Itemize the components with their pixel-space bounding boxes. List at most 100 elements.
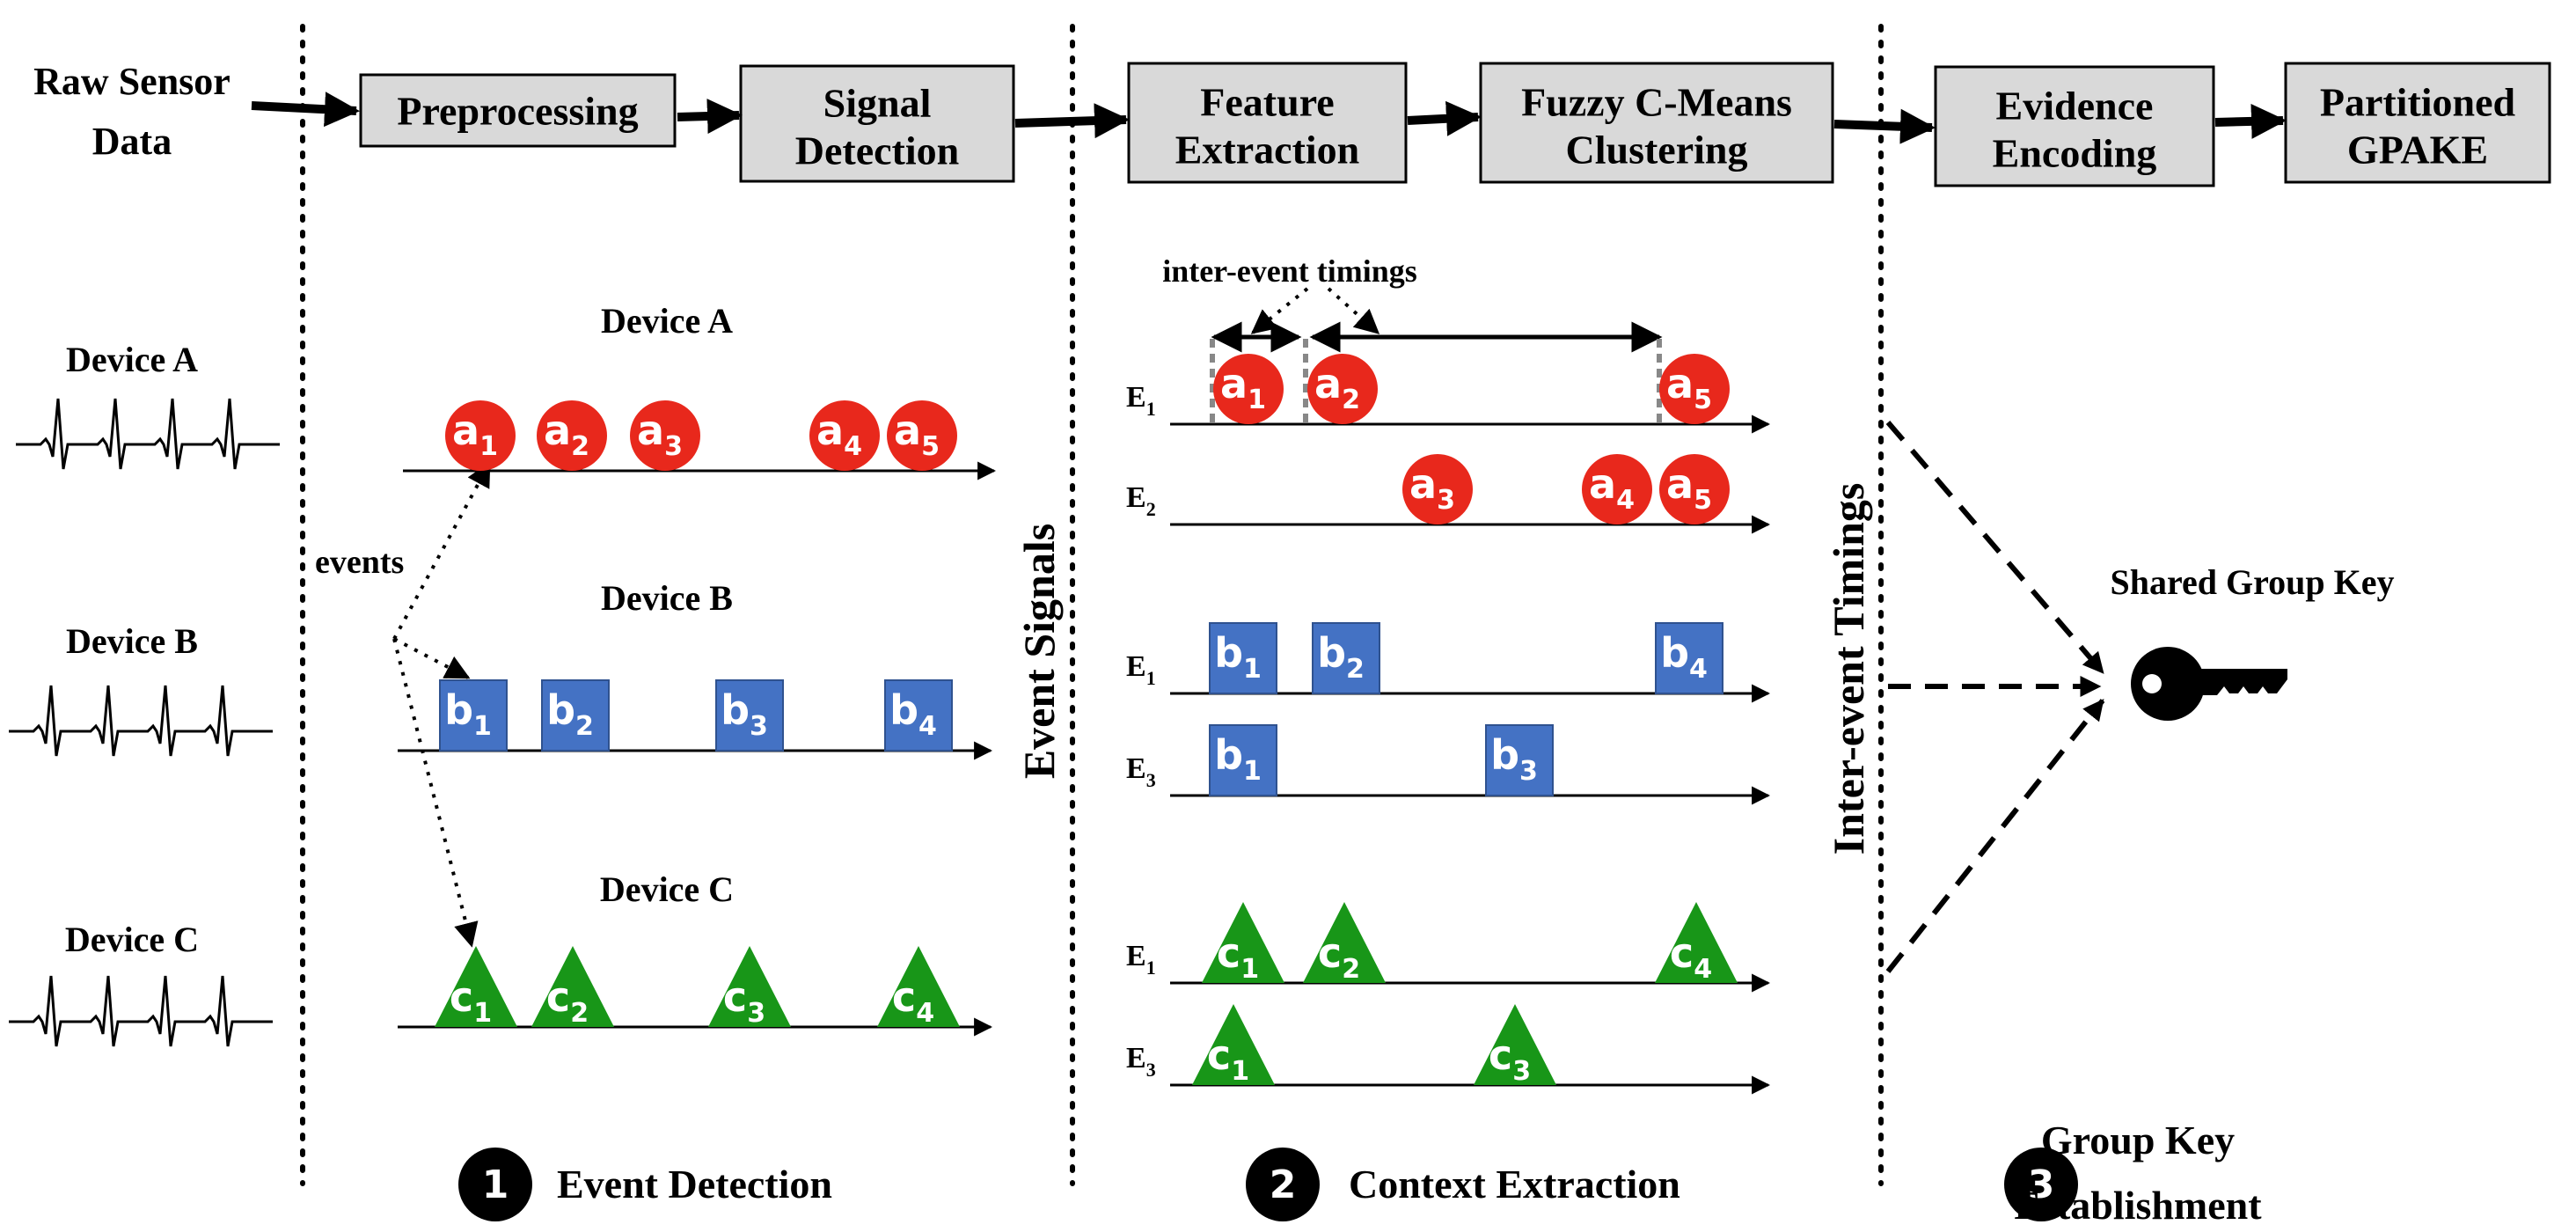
event-marker-c2: c2	[531, 946, 614, 1029]
context-marker-b1: b1	[1209, 622, 1277, 694]
pipeline-stage-1: Preprocessing	[359, 73, 677, 148]
step-2: 2 Context Extraction	[1246, 1148, 1680, 1221]
context-marker-b3: b3	[1485, 724, 1554, 796]
context-row: E1 b1 b2 b4	[1126, 622, 1771, 703]
section-dividers	[300, 24, 1884, 1186]
context-marker-a1: a1	[1213, 354, 1284, 424]
context-marker-b4: b4	[1655, 622, 1723, 694]
inter-event-timings-caption: inter-event timings	[1162, 253, 1417, 289]
event-marker-a2: a2	[537, 400, 607, 471]
device-a: Device A	[16, 340, 280, 470]
step-number-badge	[2004, 1148, 2078, 1221]
event-marker-c1: c1	[435, 946, 517, 1029]
context-row-label: E1	[1126, 650, 1156, 689]
stage-label-line2: Extraction	[1175, 128, 1360, 172]
stage-box	[359, 73, 677, 148]
stage-label-line2: Detection	[795, 128, 959, 173]
events-pointer-b	[393, 637, 471, 679]
step-number-badge	[458, 1148, 532, 1221]
step-title: Context Extraction	[1349, 1162, 1680, 1206]
stage-label-line1: Feature	[1200, 80, 1334, 125]
context-marker-c3: c3	[1474, 1004, 1556, 1087]
device-b: Device B	[9, 621, 273, 757]
context-marker-a4: a4	[1582, 454, 1652, 524]
events-pointer-a	[392, 461, 491, 640]
context-row-label: E2	[1126, 481, 1156, 520]
pipeline-arrow-6	[2214, 103, 2287, 139]
context-marker-c4: c4	[1655, 902, 1738, 985]
event-marker-b2: b2	[541, 679, 610, 752]
timing-pointer-right	[1327, 287, 1380, 334]
pipeline-arrow-1	[251, 92, 360, 128]
key-arrow-bottom	[1885, 699, 2105, 973]
stage-label-line1: Fuzzy C-Means	[1521, 80, 1792, 125]
stage-label-line2: Encoding	[1993, 131, 2157, 176]
device-name: Device A	[66, 340, 198, 379]
context-row: E3 b1 b3	[1126, 724, 1771, 805]
stage-label-line1: Evidence	[1996, 84, 2154, 128]
pipeline-arrow-3	[1014, 103, 1130, 139]
events-pointer-c	[392, 638, 479, 948]
context-marker-c1: c1	[1202, 902, 1284, 985]
event-marker-a4: a4	[809, 400, 880, 471]
context-marker-b1: b1	[1209, 724, 1277, 796]
event-label: a1	[1220, 360, 1266, 415]
pipeline-arrow-5	[1833, 108, 1936, 144]
stage-box	[2284, 62, 2551, 184]
shared-group-key-title: Shared Group Key	[2110, 562, 2394, 602]
context-row-label: E1	[1126, 381, 1156, 420]
step-title-line1: Group Key	[2041, 1118, 2235, 1162]
pipeline-arrow-4	[1407, 100, 1482, 136]
context-marker-a2: a2	[1307, 354, 1378, 424]
pipeline-arrows	[251, 92, 2287, 144]
key-arrow-top	[1885, 421, 2105, 674]
device-column: Device A Device B Device C	[9, 340, 280, 1047]
device-c: Device C	[9, 920, 273, 1047]
step-number: 3	[2028, 1162, 2055, 1207]
stage-label-line1: Signal	[823, 81, 932, 126]
event-label: c1	[1207, 1031, 1249, 1087]
context-row-label: E1	[1126, 940, 1156, 979]
timing-pointer-left	[1250, 287, 1309, 334]
event-marker-a5: a5	[887, 400, 957, 471]
event-marker-c4: c4	[877, 946, 960, 1029]
context-marker-c2: c2	[1303, 902, 1386, 985]
step-number-badge	[1246, 1148, 1320, 1221]
event-label: b2	[546, 686, 594, 742]
event-signals-label: Event Signals	[1014, 524, 1064, 779]
device-name: Device C	[65, 920, 199, 959]
step-title: Event Detection	[557, 1162, 832, 1206]
context-marker-b2: b2	[1312, 622, 1380, 694]
inter-event-timings-label: Inter-event Timings	[1824, 483, 1873, 855]
device-title: Device A	[601, 301, 733, 341]
context-marker-c1: c1	[1192, 1004, 1275, 1087]
events-label: events	[315, 544, 404, 581]
ecg-waveform-icon	[16, 398, 280, 470]
step-number: 2	[1270, 1162, 1297, 1207]
context-row-label: E3	[1126, 1042, 1156, 1081]
ecg-waveform-icon	[9, 685, 273, 757]
device-title: Device B	[601, 578, 733, 618]
context-row-label: E3	[1126, 752, 1156, 791]
